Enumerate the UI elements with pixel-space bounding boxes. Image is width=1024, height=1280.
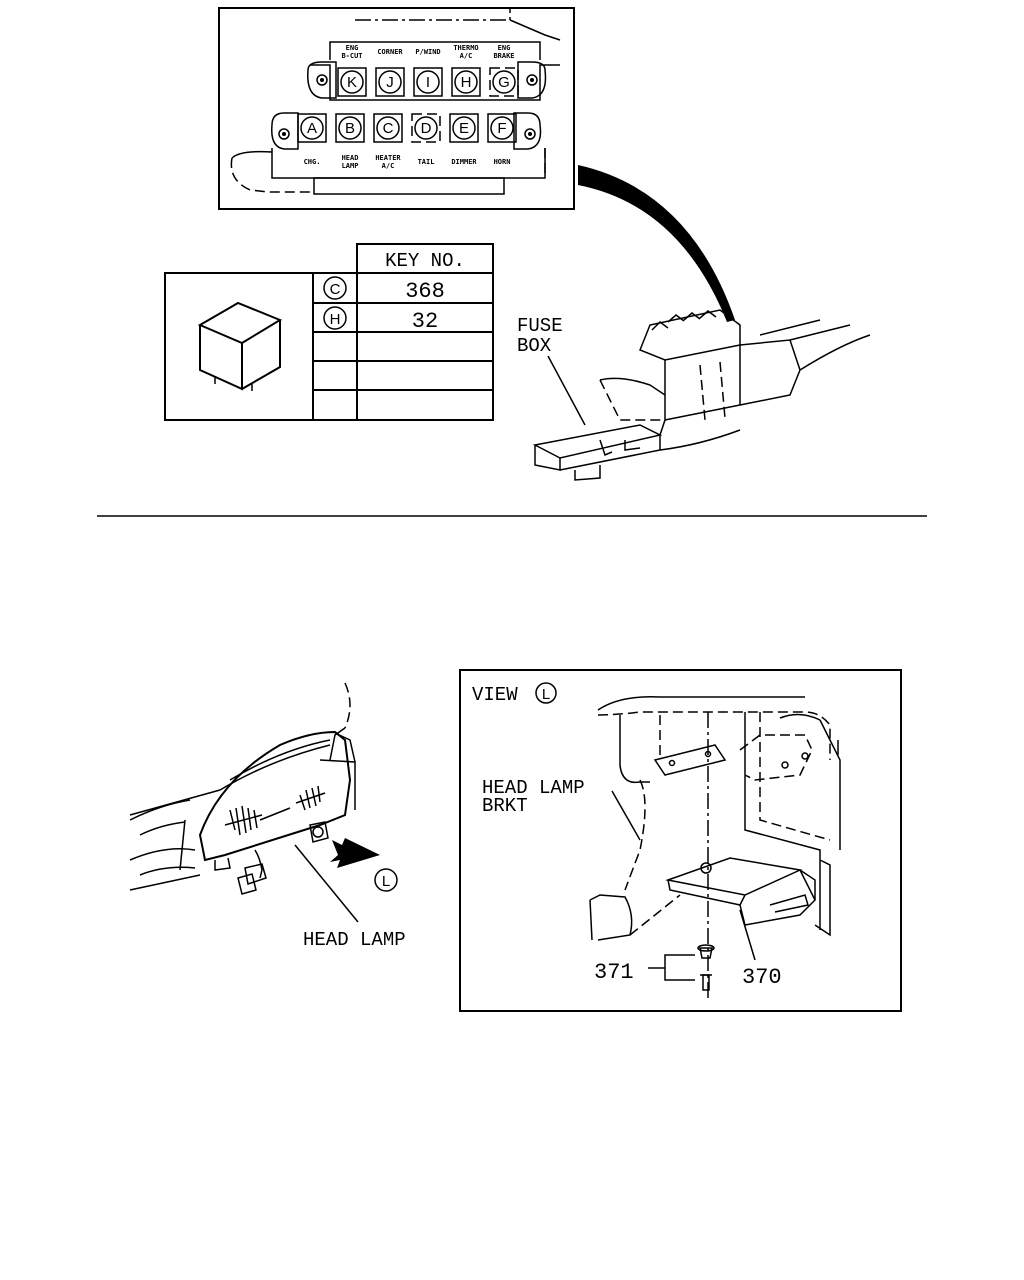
fuse-box-inset: ENG B-CUT CORNER P/WIND THERMO A/C ENG B… xyxy=(218,7,575,210)
relay-key-table: KEY NO. C 368 H 32 xyxy=(164,243,494,421)
part-number-371: 371 xyxy=(594,960,634,985)
fuse-c: C xyxy=(373,113,403,143)
key-row-1: C 368 xyxy=(323,276,445,304)
key-number: 32 xyxy=(412,309,438,334)
fuse-b: B xyxy=(335,113,365,143)
svg-text:L: L xyxy=(382,873,390,890)
key-number: 368 xyxy=(405,279,445,304)
view-l-frame xyxy=(459,669,902,1012)
view-direction-arrow xyxy=(330,838,380,868)
fuse-k: K xyxy=(337,67,367,97)
fuse-d: D xyxy=(411,113,441,143)
fuse-e: E xyxy=(449,113,479,143)
head-lamp-label: HEAD LAMP xyxy=(303,929,406,951)
svg-text:D: D xyxy=(421,120,432,137)
svg-text:A: A xyxy=(307,120,317,137)
part-number-370: 370 xyxy=(742,965,782,990)
fuse-label-eng-bcut: ENG xyxy=(346,44,359,52)
view-l-title: VIEW xyxy=(472,684,518,706)
svg-text:B-CUT: B-CUT xyxy=(341,52,362,60)
svg-text:A/C: A/C xyxy=(460,52,473,60)
key-header: KEY NO. xyxy=(385,250,465,272)
fuse-label-thermo: THERMO xyxy=(453,44,478,52)
svg-text:I: I xyxy=(426,74,430,91)
fuse-label-corner: CORNER xyxy=(377,48,403,56)
relay-icon xyxy=(197,301,283,391)
key-row-letter: H xyxy=(330,311,341,328)
fuse-row-top: K J I H G xyxy=(337,67,519,97)
fuse-box-leader xyxy=(547,355,586,426)
relay-image-cell xyxy=(164,272,314,421)
fuse-label-head-lamp: HEAD xyxy=(342,154,359,162)
svg-text:BRAKE: BRAKE xyxy=(493,52,514,60)
fuse-label-chg: CHG. xyxy=(304,158,321,166)
fuse-box-location: FUSE BOX xyxy=(517,309,871,481)
fuse-j: J xyxy=(375,67,405,97)
callout-wedge xyxy=(578,165,735,322)
key-row-letter: C xyxy=(330,281,341,298)
fuse-box-label-line1: FUSE xyxy=(517,315,563,337)
head-lamp-brkt-label-line1: HEAD LAMP xyxy=(482,777,585,799)
fuse-box-inset-frame xyxy=(218,7,575,210)
fuse-row-bottom: A B C D E F xyxy=(297,113,517,143)
svg-text:A/C: A/C xyxy=(382,162,395,170)
svg-text:H: H xyxy=(461,74,472,91)
fuse-top-labels: ENG B-CUT CORNER P/WIND THERMO A/C ENG B… xyxy=(341,44,514,60)
fuse-bottom-labels: CHG. HEAD LAMP HEATER A/C TAIL DIMMER HO… xyxy=(304,154,511,170)
fuse-f: F xyxy=(487,113,517,143)
head-lamp-location: HEAD LAMP L xyxy=(129,682,406,951)
view-l-marker xyxy=(374,868,398,892)
fuse-h: H xyxy=(451,67,481,97)
fuse-label-heater: HEATER xyxy=(375,154,401,162)
view-l-inset: VIEW L xyxy=(459,669,902,1012)
fuse-label-pwind: P/WIND xyxy=(415,48,440,56)
fuse-g: G xyxy=(489,67,519,97)
svg-text:LAMP: LAMP xyxy=(342,162,359,170)
fuse-i: I xyxy=(413,67,443,97)
fuse-label-tail: TAIL xyxy=(418,158,435,166)
svg-text:J: J xyxy=(386,74,394,91)
svg-text:E: E xyxy=(459,120,469,137)
head-lamp-brkt-label-line2: BRKT xyxy=(482,795,528,817)
key-row-2: H 32 xyxy=(323,306,438,334)
fuse-a: A xyxy=(297,113,327,143)
svg-text:B: B xyxy=(345,120,355,137)
svg-text:C: C xyxy=(383,120,394,137)
fuse-label-eng-brake: ENG xyxy=(498,44,511,52)
fuse-label-dimmer: DIMMER xyxy=(451,158,477,166)
svg-text:F: F xyxy=(497,120,506,137)
view-l-title-marker: L xyxy=(542,686,550,703)
svg-text:G: G xyxy=(498,74,510,91)
svg-text:K: K xyxy=(347,74,357,91)
fuse-label-horn: HORN xyxy=(494,158,511,166)
fuse-box-label-line2: BOX xyxy=(517,335,552,357)
